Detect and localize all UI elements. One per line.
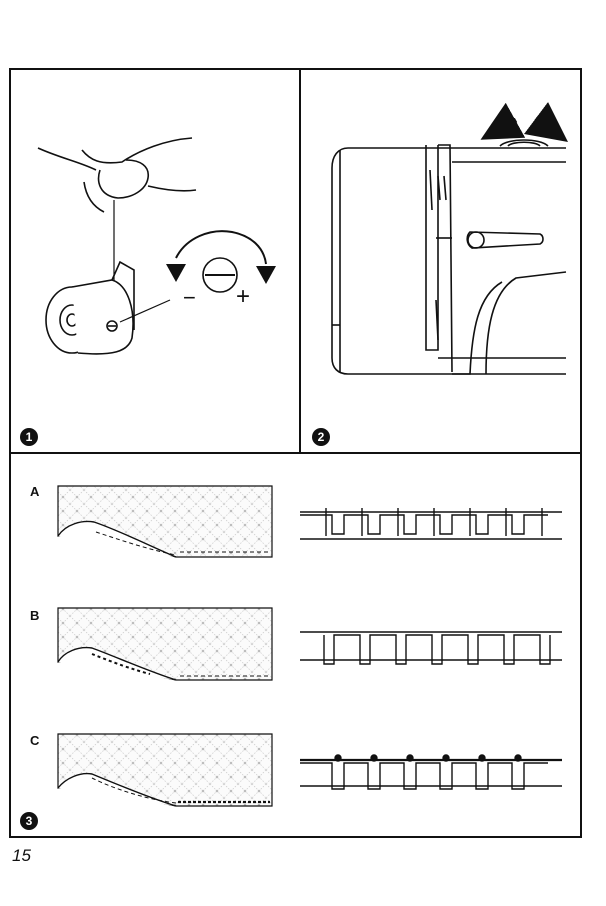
stitch-diagram-b [300, 631, 562, 665]
tension-plus-label: + [236, 283, 251, 310]
stitch-diagram-c [300, 754, 562, 790]
page-number: 15 [12, 846, 31, 865]
tension-minus-label: − [183, 285, 196, 310]
step-3-badge: 3 [20, 812, 38, 830]
step-1-badge: 1 [20, 428, 38, 446]
tension-arrows [166, 264, 276, 284]
bobbin-case-illustration [37, 137, 267, 355]
row-label-a: A [30, 484, 40, 499]
arrow-minus-icon [166, 264, 186, 282]
fabric-swatch-b [57, 607, 273, 681]
step-2-badge: 2 [312, 428, 330, 446]
stitch-diagram-a [300, 508, 562, 540]
dial-arrows [480, 102, 568, 142]
panel-divider-horizontal [9, 452, 582, 454]
machine-head-illustration [331, 139, 567, 375]
fabric-swatch-a [57, 485, 273, 558]
row-label-b: B [30, 608, 40, 623]
panel-divider-vertical [299, 68, 301, 454]
fabric-swatch-c [57, 733, 273, 807]
arrow-plus-icon [256, 266, 276, 284]
row-label-c: C [30, 733, 40, 748]
